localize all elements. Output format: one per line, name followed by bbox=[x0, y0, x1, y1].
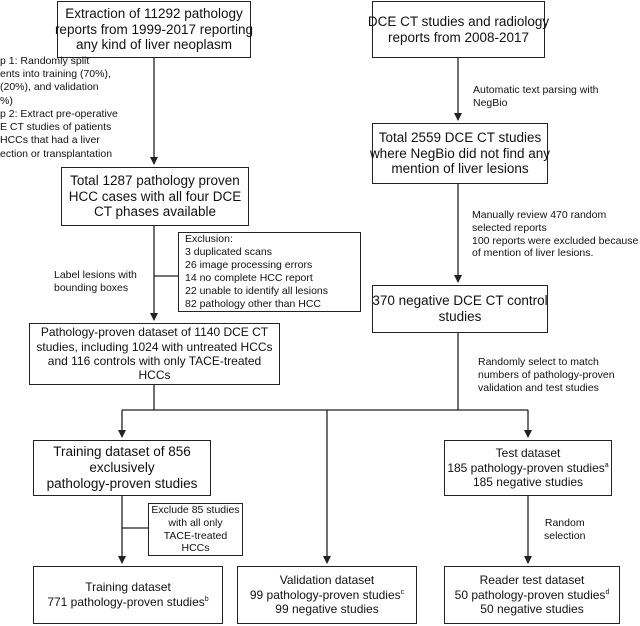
validation-dataset-box: Validation dataset 99 pathology-proven s… bbox=[237, 566, 417, 624]
exclude-line-1: Exclude 85 studies bbox=[151, 504, 240, 517]
exclude-85-box: Exclude 85 studies with all only TACE-tr… bbox=[148, 503, 243, 556]
dataset-line-4: HCCs bbox=[138, 368, 171, 383]
review-line-4: of mention of liver lesions. bbox=[472, 247, 594, 260]
training-line-3: pathology-proven studies bbox=[46, 475, 198, 491]
parsing-note: Automatic text parsing with NegBio bbox=[473, 84, 598, 110]
controls-line-1: 370 negative DCE CT control bbox=[372, 293, 548, 309]
review-line-2: selected reports bbox=[472, 221, 547, 234]
training-final-box: Training dataset 771 pathology-proven st… bbox=[33, 566, 223, 624]
step-note-2: ents into training (70%), bbox=[0, 68, 111, 81]
exclusion-item-4: 22 unable to identify all lesions bbox=[185, 285, 329, 298]
exclusion-box: Exclusion: 3 duplicated scans 26 image p… bbox=[178, 232, 361, 312]
step-note-7: HCCs that had a liver bbox=[0, 134, 100, 147]
test-line-3: 185 negative studies bbox=[472, 475, 584, 490]
exclusion-title: Exclusion: bbox=[185, 232, 233, 245]
total-line-1: Total 2559 DCE CT studies bbox=[378, 129, 542, 145]
random-selection-note: Random selection bbox=[544, 517, 585, 543]
test-dataset-box: Test dataset 185 pathology-proven studie… bbox=[444, 440, 612, 496]
training-line-1: Training dataset of 856 bbox=[53, 444, 191, 460]
test-line-2-text: 185 pathology-proven studies bbox=[447, 460, 605, 475]
reader-line-1: Reader test dataset bbox=[479, 573, 585, 588]
total-studies-box: Total 2559 DCE CT studies where NegBio d… bbox=[369, 123, 551, 184]
exclusion-item-1: 3 duplicated scans bbox=[185, 245, 272, 258]
validation-line-1: Validation dataset bbox=[279, 573, 375, 588]
label-note-line-2: bounding boxes bbox=[54, 281, 129, 294]
test-line-1: Test dataset bbox=[495, 446, 561, 461]
controls-line-2: studies bbox=[438, 309, 482, 324]
dataset-line-1: Pathology-proven dataset of 1140 DCE CT bbox=[40, 325, 269, 340]
validation-line-2-text: 99 pathology-proven studies bbox=[249, 587, 401, 602]
training-final-line-2: 771 pathology-proven studiesb bbox=[47, 595, 208, 610]
test-line-2: 185 pathology-proven studiesa bbox=[447, 461, 608, 476]
exclusion-item-3: 14 no complete HCC report bbox=[185, 272, 313, 284]
training-footnote: b bbox=[204, 596, 209, 603]
match-line-3: validation and test studies bbox=[478, 381, 599, 394]
pathology-dataset-box: Pathology-proven dataset of 1140 DCE CT … bbox=[29, 323, 280, 385]
dataset-line-3: and 116 controls with only TACE-treated bbox=[47, 354, 262, 368]
random-line-1: Random bbox=[544, 517, 585, 529]
exclusion-item-5: 82 pathology other than HCC bbox=[185, 298, 322, 311]
training-final-line-1: Training dataset bbox=[85, 580, 171, 595]
step-note-6: E CT studies of patients bbox=[0, 121, 112, 134]
validation-line-3: 99 negative studies bbox=[275, 602, 379, 617]
exclude-line-4: HCCs bbox=[181, 542, 210, 555]
step-note-1: p 1: Randomly split bbox=[0, 55, 90, 67]
ct-line-1: DCE CT studies and radiology bbox=[367, 13, 550, 29]
hcc-line-2: HCC cases with all four DCE bbox=[68, 188, 242, 204]
exclude-line-2: with all only bbox=[168, 516, 223, 529]
step-note-5: p 2: Extract pre-operative bbox=[0, 107, 118, 120]
total-line-3: mention of liver lesions bbox=[391, 161, 529, 177]
step-notes: p 1: Randomly split ents into training (… bbox=[0, 55, 118, 161]
match-line-1: Randomly select to match bbox=[478, 356, 599, 368]
review-line-1: Manually review 470 random bbox=[472, 209, 607, 221]
training-final-line-2-text: 771 pathology-proven studies bbox=[47, 595, 205, 609]
total-line-2: where NegBio did not find any bbox=[369, 145, 551, 161]
review-note: Manually review 470 random selected repo… bbox=[472, 209, 638, 260]
ct-studies-box: DCE CT studies and radiology reports fro… bbox=[368, 1, 549, 58]
test-footnote: a bbox=[604, 461, 609, 469]
reader-line-2: 50 pathology-proven studiesd bbox=[455, 588, 610, 603]
validation-line-2: 99 pathology-proven studiesc bbox=[250, 588, 404, 603]
validation-footnote: c bbox=[400, 588, 405, 596]
step-note-3: (20%), and validation bbox=[0, 81, 99, 94]
dataset-line-2: studies, including 1024 with untreated H… bbox=[36, 339, 273, 354]
review-line-3: 100 reports were excluded because bbox=[472, 234, 639, 247]
random-line-2: selection bbox=[544, 529, 586, 542]
reader-line-3: 50 negative studies bbox=[480, 602, 584, 617]
hcc-line-3: CT phases available bbox=[93, 204, 217, 220]
parsing-line-1: Automatic text parsing with bbox=[473, 84, 599, 96]
ct-line-2: reports from 2008-2017 bbox=[387, 29, 530, 45]
extraction-line-3: any kind of liver neoplasm bbox=[75, 37, 233, 53]
training-line-2: exclusively bbox=[89, 460, 155, 476]
label-lesions-note: Label lesions with bounding boxes bbox=[54, 269, 137, 295]
negative-controls-box: 370 negative DCE CT control studies bbox=[372, 285, 548, 333]
reader-test-box: Reader test dataset 50 pathology-proven … bbox=[444, 566, 620, 624]
exclude-line-3: TACE-treated bbox=[163, 529, 228, 542]
step-note-4: %) bbox=[0, 94, 13, 107]
label-note-line-1: Label lesions with bbox=[54, 269, 137, 281]
match-note: Randomly select to match numbers of path… bbox=[478, 356, 615, 394]
hcc-line-1: Total 1287 pathology proven bbox=[70, 172, 240, 188]
step-note-8: ection or transplantation bbox=[0, 147, 113, 160]
hcc-cases-box: Total 1287 pathology proven HCC cases wi… bbox=[61, 167, 249, 226]
extraction-line-2: reports from 1999-2017 reporting bbox=[54, 21, 254, 37]
training-856-box: Training dataset of 856 exclusively path… bbox=[33, 440, 211, 496]
reader-line-2-text: 50 pathology-proven studies bbox=[454, 587, 606, 602]
match-line-2: numbers of pathology-proven bbox=[478, 368, 615, 381]
reader-footnote: d bbox=[605, 588, 610, 596]
parsing-line-2: NegBio bbox=[473, 96, 508, 109]
extraction-box: Extraction of 11292 pathology reports fr… bbox=[54, 1, 254, 58]
extraction-line-1: Extraction of 11292 pathology bbox=[65, 5, 243, 21]
exclusion-item-2: 26 image processing errors bbox=[185, 258, 313, 271]
